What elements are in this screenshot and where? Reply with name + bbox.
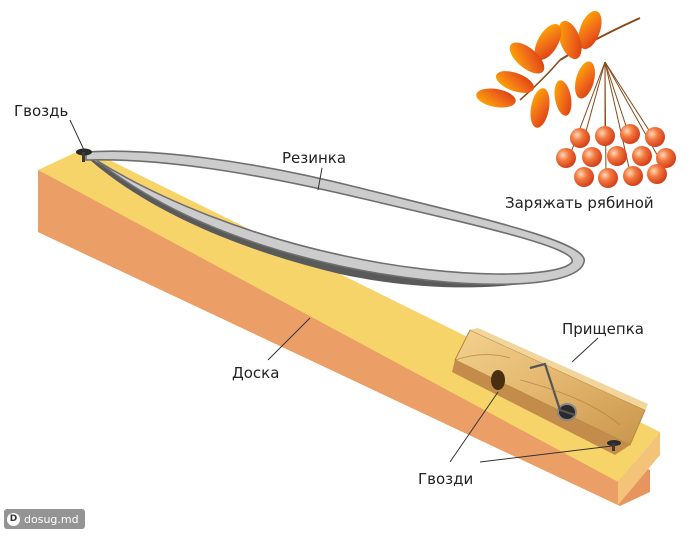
leader-board <box>267 317 311 361</box>
rowan-branch <box>476 10 676 188</box>
rubber-band <box>85 150 585 288</box>
clothespin <box>452 328 648 455</box>
label-nails: Гвозди <box>418 470 473 488</box>
rowan-berries <box>556 124 676 188</box>
label-nail: Гвоздь <box>14 102 68 120</box>
watermark: D dosug.md <box>4 509 85 529</box>
leader-nail <box>69 119 85 151</box>
leader-clothespin <box>571 337 599 363</box>
label-clothespin: Прищепка <box>562 320 644 338</box>
nail-top <box>76 148 92 162</box>
leader-nails-a <box>449 391 499 463</box>
label-load: Заряжать рябиной <box>505 194 654 212</box>
board-front-main <box>38 170 618 505</box>
label-board: Доска <box>232 364 279 382</box>
board-end-face <box>618 432 660 505</box>
nail-bottom <box>607 440 621 451</box>
leader-rubber <box>317 167 323 191</box>
leader-lines <box>69 119 613 463</box>
leader-nails-b <box>479 445 613 463</box>
rowan-leaves <box>476 10 602 128</box>
watermark-text: dosug.md <box>24 512 79 526</box>
watermark-logo-icon: D <box>7 512 20 526</box>
clothespin-spring-wire <box>529 362 576 417</box>
label-rubber: Резинка <box>282 149 346 167</box>
rubber-band-loop <box>85 150 585 286</box>
clothespin-upper-arm <box>470 328 648 410</box>
clothespin-hole <box>491 370 505 390</box>
